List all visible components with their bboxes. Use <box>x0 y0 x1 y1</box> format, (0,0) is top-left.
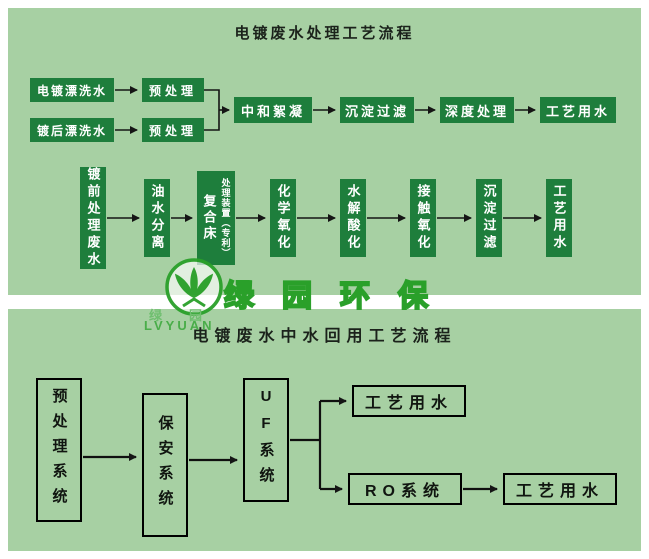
composite-bed-sub-label: 处理装置（专利） <box>220 178 231 258</box>
box-hydrolysis-acidification: 水解酸化 <box>340 179 366 257</box>
box-sedimentation-filtration: 沉淀过滤 <box>340 97 414 123</box>
box-pre-plating-wastewater: 镀前处理废水 <box>80 167 106 269</box>
box-process-water-1: 工艺用水 <box>540 97 616 123</box>
box-chemical-oxidation: 化学氧化 <box>270 179 296 257</box>
composite-bed-main-label: 复合床 <box>201 194 217 242</box>
box-guard-filter-system: 保安系统 <box>142 393 188 537</box>
box-pretreatment-1: 预处理 <box>142 78 204 102</box>
box-sedimentation-filtration-2: 沉淀过滤 <box>476 179 502 257</box>
box-contact-oxidation: 接触氧化 <box>410 179 436 257</box>
top-panel-title: 电镀废水处理工艺流程 <box>234 25 415 42</box>
box-electroplating-rinse-water: 电镀漂洗水 <box>30 78 114 102</box>
box-pretreatment-system: 预处理系统 <box>36 378 82 522</box>
box-process-water-uf: 工艺用水 <box>352 385 466 417</box>
box-oil-water-separation: 油水分离 <box>144 179 170 257</box>
bottom-panel-title: 电镀废水中水回用工艺流程 <box>192 328 457 345</box>
box-process-water-2: 工艺用水 <box>546 179 572 257</box>
box-pretreatment-2: 预处理 <box>142 118 204 142</box>
box-neutralization-flocculation: 中和絮凝 <box>234 97 312 123</box>
box-composite-bed-unit: 复合床 处理装置（专利） <box>197 171 235 265</box>
box-post-plating-rinse-water: 镀后漂洗水 <box>30 118 114 142</box>
box-uf-system: UF系统 <box>243 378 289 502</box>
bottom-panel: 电镀废水中水回用工艺流程 预处理系统 保安系统 UF系统 工艺用水 RO系统 工… <box>8 309 641 551</box>
top-panel: 电镀废水处理工艺流程 电镀漂洗水 预处理 镀后漂洗水 预处理 中和絮凝 沉淀过滤… <box>8 8 641 295</box>
box-advanced-treatment: 深度处理 <box>440 97 514 123</box>
box-process-water-ro: 工艺用水 <box>503 473 617 505</box>
box-ro-system: RO系统 <box>348 473 462 505</box>
